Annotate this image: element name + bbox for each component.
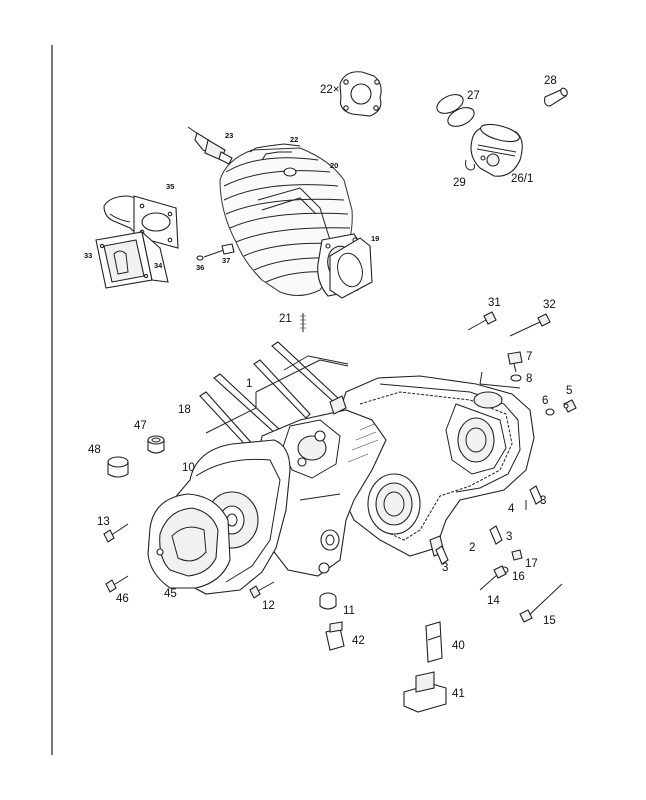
callout-13: 13 [97,516,110,528]
callout-45: 45 [164,588,177,600]
reed-valve-part [95,230,169,289]
dowel-pin-lower-part [435,545,449,565]
callout-15: 15 [543,615,556,627]
callout-7: 7 [526,351,532,363]
bolt-32-part [509,313,551,337]
callout-3-lower: 3 [442,562,448,574]
piston-pin-part [544,87,568,107]
callout-20: 20 [330,161,338,170]
base-gasket-part [329,237,373,299]
long-studs-part [199,341,349,453]
callout-34: 34 [154,261,163,270]
bolt-31-part [467,311,497,331]
cylinder-bolt-part [196,243,235,261]
callout-23: 23 [225,131,233,140]
bushing-47-part [147,435,165,454]
spark-plug-part [187,126,233,165]
washer-6-part [545,408,555,416]
bolt-14-part [479,565,507,591]
callout-26-1: 26/1 [511,173,533,185]
callout-17: 17 [525,558,538,570]
callout-27: 27 [467,90,480,102]
head-gasket-part [339,71,382,117]
callout-33: 33 [84,251,92,260]
callout-labels: 1 2 3 3 3 4 5 6 7 8 10 11 12 13 14 15 16… [84,75,572,700]
callout-35: 35 [166,182,174,191]
callout-11: 11 [343,605,355,617]
callout-48: 48 [88,444,101,456]
callout-2: 2 [469,542,475,554]
intake-manifold-part [103,195,179,249]
callout-14: 14 [487,595,500,607]
callout-12: 12 [262,600,275,612]
callout-16: 16 [512,571,525,583]
spacer-part [319,592,337,610]
callout-28: 28 [544,75,557,87]
callout-37: 37 [222,256,230,265]
callout-8: 8 [526,373,532,385]
callout-4: 4 [508,503,515,515]
drain-plug-part [507,351,523,373]
circlip-part [465,159,475,171]
piston-rings-part [436,94,475,127]
callout-19: 19 [371,234,379,243]
callout-47: 47 [134,420,147,432]
leader-lines [283,355,527,510]
callout-3-middle: 3 [506,531,512,543]
variator-cover-part [147,493,231,589]
callout-10: 10 [182,462,195,474]
bracket-41-part [403,671,447,713]
callout-40: 40 [452,640,465,652]
small-stud-part [300,313,306,332]
dowel-pin-middle-part [489,525,503,545]
washer-8-part [510,374,522,382]
bolt-15-part [519,583,563,623]
callout-36: 36 [196,263,204,272]
bolt-13-part [103,523,129,543]
bracket-40-part [425,621,443,663]
callout-5: 5 [566,385,572,397]
clip-42-part [325,621,345,651]
callout-18: 18 [178,404,191,416]
callout-32: 32 [543,299,556,311]
dowel-pin-upper-part [529,485,543,505]
bolt-46-part [105,575,129,593]
callout-31: 31 [488,297,501,309]
callout-46: 46 [116,593,129,605]
callout-29: 29 [453,177,466,189]
callout-22x: 22× [320,84,340,96]
callout-6: 6 [542,395,548,407]
nut-17-part [511,549,523,561]
bolt-12-part [249,581,275,599]
callout-22: 22 [290,135,298,144]
callout-21: 21 [279,313,292,325]
piston-part [470,123,523,177]
callout-1: 1 [246,378,252,390]
plug-5-part [563,399,577,413]
callout-42: 42 [352,635,365,647]
callout-3-upper: 3 [540,495,546,507]
callout-41: 41 [452,688,465,700]
bushing-48-part [107,456,129,478]
